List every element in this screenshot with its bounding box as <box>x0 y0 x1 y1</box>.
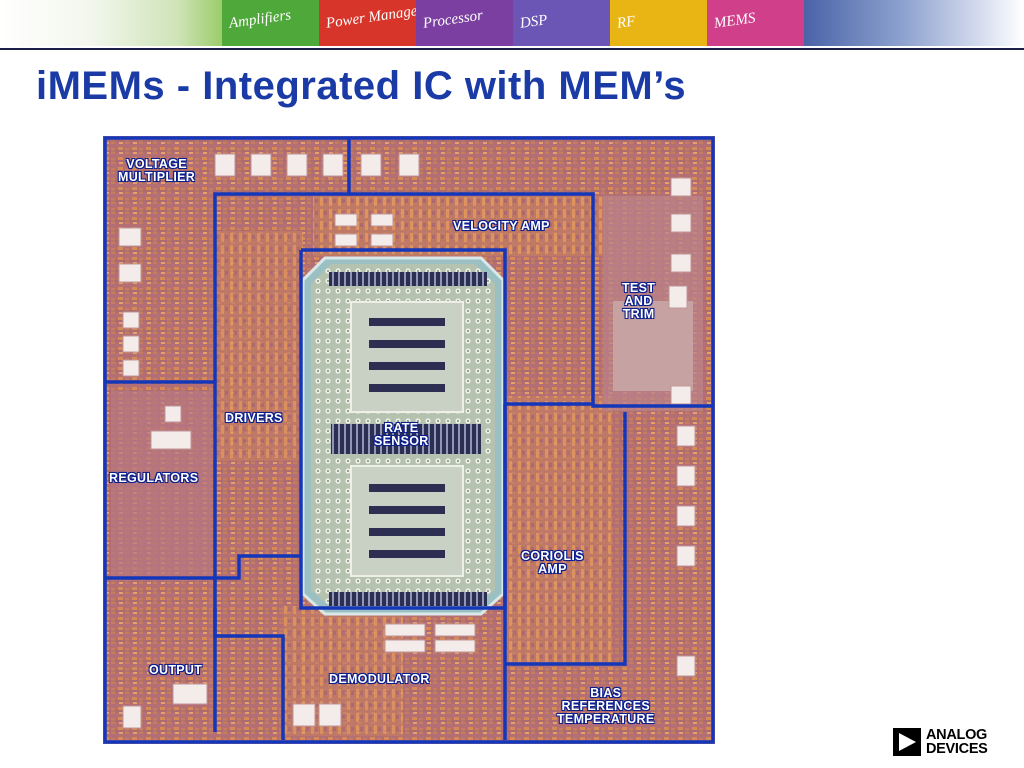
label-demodulator: DEMODULATOR <box>329 672 430 686</box>
banner-tile-label: MEMS <box>713 10 757 32</box>
chip-die-graphic <box>103 136 715 744</box>
label-regulators: REGULATORS <box>109 471 199 485</box>
slide-title: iMEMs - Integrated IC with MEM’s <box>36 64 687 108</box>
logo-triangle-icon <box>893 728 921 756</box>
banner-tile-label: RF <box>616 13 637 32</box>
label-output: OUTPUT <box>149 663 203 677</box>
banner-tile: RF <box>610 0 707 46</box>
banner-tail <box>804 0 1024 46</box>
label-velocity-amp: VELOCITY AMP <box>453 219 550 233</box>
rate-sensor-structure <box>301 256 505 616</box>
banner-tile-label: Power Management <box>325 0 416 32</box>
label-drivers: DRIVERS <box>225 411 283 425</box>
banner-tile: Processor <box>416 0 513 46</box>
banner-tile-label: Amplifiers <box>228 7 293 32</box>
banner-divider <box>0 48 1024 50</box>
banner-tile-label: DSP <box>519 12 549 32</box>
banner-tile: DSP <box>513 0 610 46</box>
banner-tile-label: Processor <box>422 7 484 32</box>
banner-fade <box>0 0 222 46</box>
banner-tile: Amplifiers <box>222 0 319 46</box>
banner-tile: Power Management <box>319 0 416 46</box>
banner-tile: MEMS <box>707 0 804 46</box>
